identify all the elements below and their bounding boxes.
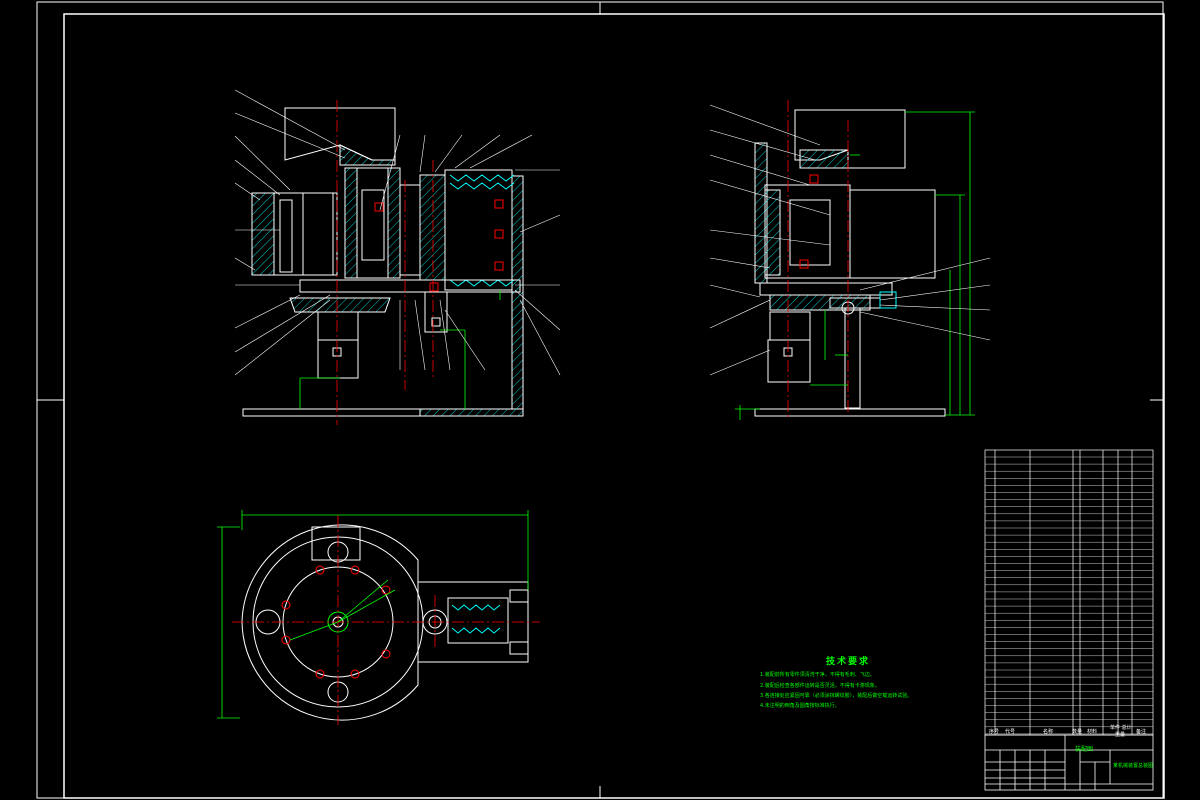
project-name: 某机械装置总装图 bbox=[1113, 763, 1154, 769]
front-section-view bbox=[242, 107, 524, 417]
bom-header-weight: 重量 bbox=[1115, 732, 1126, 738]
bom-header-no: 序号 bbox=[989, 729, 1000, 735]
tech-requirements-title: 技术要求 bbox=[826, 657, 871, 667]
bom-header-name: 名称 bbox=[1043, 729, 1054, 735]
side-view-dimensions bbox=[735, 111, 975, 420]
parts-table-rows bbox=[985, 456, 1153, 735]
bom-header-weight-unit: 单件 总计 bbox=[1110, 725, 1132, 731]
side-view-centerlines bbox=[787, 100, 849, 420]
tech-requirement-line-2: 2.装配后检查各部件运转是否灵活，不得有卡滞现象。 bbox=[760, 683, 880, 689]
drawing-name: 装配图 bbox=[1075, 746, 1094, 753]
front-view-leaders bbox=[234, 89, 561, 376]
title-block bbox=[984, 734, 1154, 791]
bom-header-qty: 数量 bbox=[1072, 729, 1083, 735]
sheet-border bbox=[36, 1, 1165, 799]
tech-requirement-line-4: 4.未注明的倒角及圆角按标准执行。 bbox=[760, 703, 840, 709]
tech-requirement-line-1: 1.装配前所有零件须清洗干净，不得有毛刺、飞边。 bbox=[760, 672, 875, 678]
tech-requirement-line-3: 3.各连接处应紧固可靠（必须涂抹螺纹胶），装配后做空载运转试验。 bbox=[760, 693, 913, 699]
side-view bbox=[754, 109, 946, 417]
top-view-centerlines bbox=[232, 515, 540, 725]
parts-table bbox=[984, 449, 1154, 736]
top-view bbox=[241, 524, 529, 721]
bom-header-material: 材料 bbox=[1087, 729, 1098, 735]
bom-header-code: 代号 bbox=[1005, 729, 1016, 735]
side-view-leaders bbox=[709, 104, 991, 376]
bom-header-remark: 备注 bbox=[1136, 729, 1147, 735]
front-view-centerlines bbox=[336, 100, 434, 425]
top-view-dimensions bbox=[217, 510, 529, 719]
